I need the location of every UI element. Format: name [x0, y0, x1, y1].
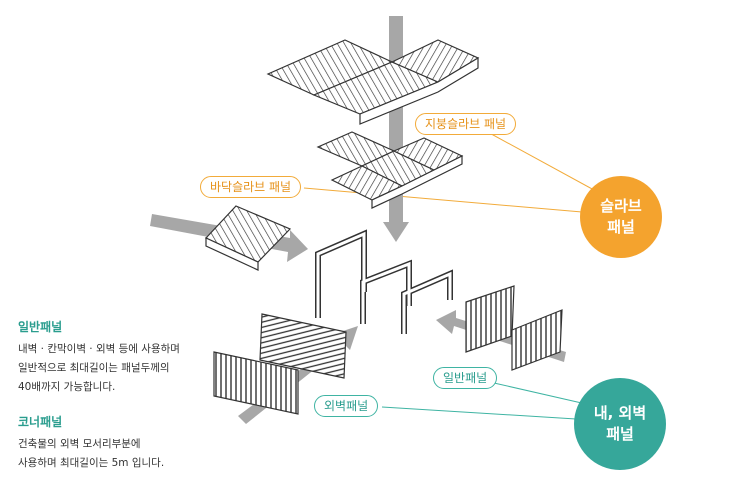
- left-slab-arrow: [150, 205, 308, 271]
- corner-panel-description: 코너패널 건축물의 외벽 모서리부분에 사용하며 최대길이는 5m 입니다.: [18, 413, 228, 473]
- slab-circle-line-1: 슬라브: [600, 197, 642, 215]
- roof-slab-panels: [266, 39, 480, 125]
- general-panel-label: 일반패널: [433, 367, 498, 389]
- left-wall-arrow: [213, 313, 358, 424]
- floor-slab-label: 바닥슬라브 패널: [200, 176, 302, 198]
- slab-panel-circle: 슬라브 패널: [580, 176, 662, 258]
- general-panel-line-1: 내벽 · 칸막이벽 · 외벽 등에 사용하며: [18, 343, 180, 355]
- floor-slab-panels: [316, 131, 464, 209]
- portal-frames-inner: [316, 231, 452, 334]
- general-panel-line-2: 일반적으로 최대길이는 패널두께의: [18, 362, 170, 374]
- corner-panel-title: 코너패널: [18, 415, 63, 429]
- wall-panel-circle: 내, 외벽 패널: [574, 378, 666, 470]
- leader-lines: [303, 129, 606, 420]
- general-panel-description: 일반패널 내벽 · 칸막이벽 · 외벽 등에 사용하며 일반적으로 최대길이는 …: [18, 318, 228, 397]
- wall-circle-line-2: 패널: [606, 425, 634, 443]
- slab-circle-line-2: 패널: [607, 218, 635, 236]
- right-wall-arrow: [436, 285, 566, 371]
- exterior-panel-label: 외벽패널: [314, 395, 379, 417]
- corner-panel-line-2: 사용하며 최대길이는 5m 입니다.: [18, 457, 165, 469]
- general-panel-title: 일반패널: [18, 320, 63, 334]
- vertical-down-arrow: [383, 16, 409, 242]
- general-panel-line-3: 40배까지 가능합니다.: [18, 381, 116, 393]
- roof-slab-label: 지붕슬라브 패널: [415, 113, 517, 135]
- corner-panel-line-1: 건축물의 외벽 모서리부분에: [18, 438, 141, 450]
- wall-circle-line-1: 내, 외벽: [593, 404, 647, 422]
